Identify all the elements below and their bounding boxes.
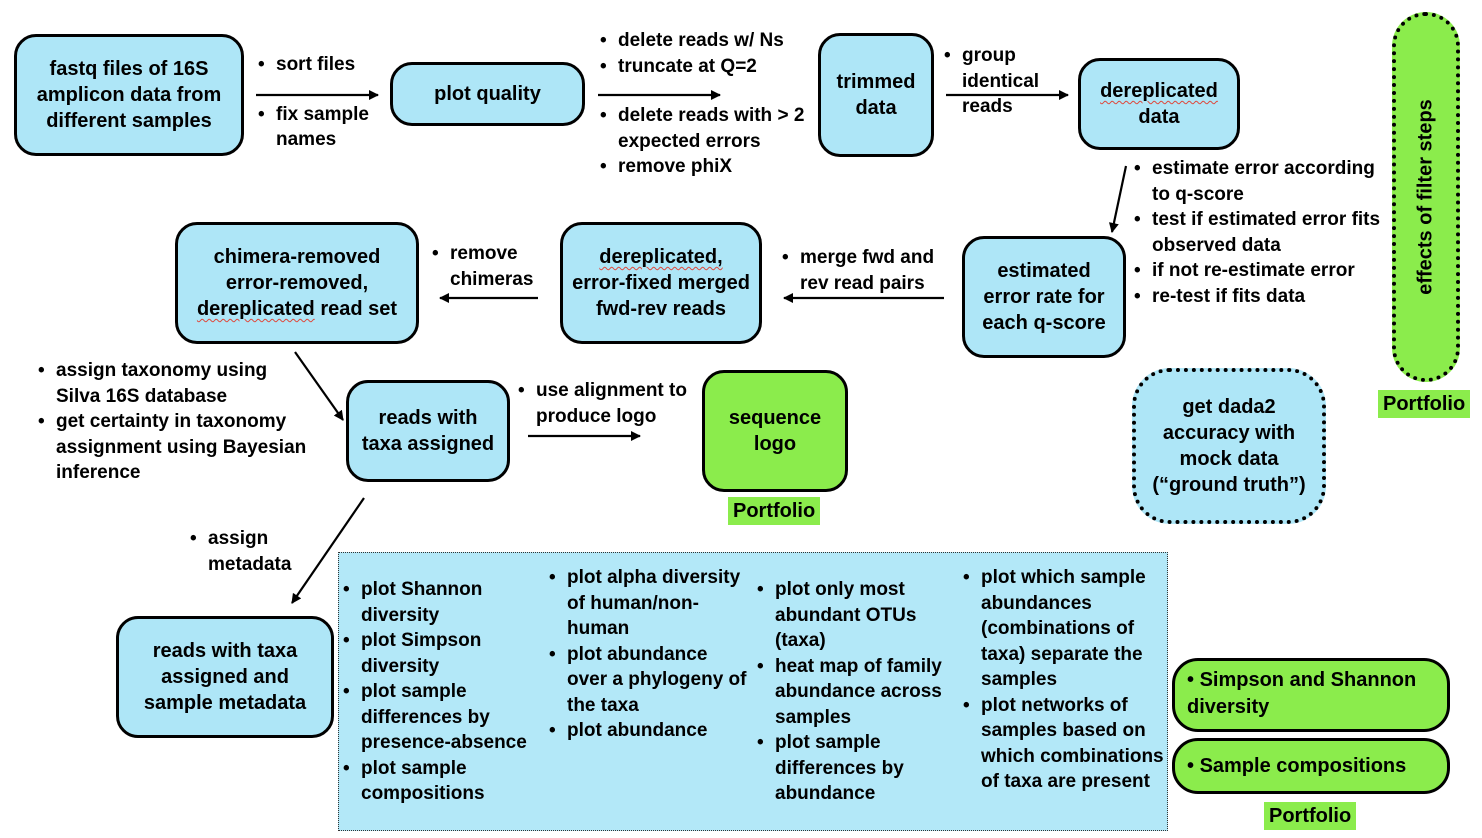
node-metadata-label: reads with taxa assigned and sample meta… — [143, 640, 307, 714]
note-assign-metadata: assign metadata — [188, 526, 318, 577]
portfolio-badge-logo: Portfolio — [728, 497, 821, 525]
portfolio-badge-filter: Portfolio — [1378, 390, 1471, 418]
note-item: delete reads w/ Ns — [598, 28, 818, 54]
panel-column-3: plot only most abundant OTUs (taxa) heat… — [755, 577, 961, 807]
note-item: estimate error according to q-score — [1132, 156, 1382, 207]
note-item: get certainty in taxonomy assignment usi… — [36, 409, 316, 486]
node-sequence-logo: sequence logo — [702, 370, 848, 492]
panel-item: plot alpha diversity of human/non-human — [547, 565, 747, 642]
node-fastq-label: fastq files of 16S amplicon data from di… — [36, 58, 222, 132]
node-filter-effects-label: effects of filter steps — [1414, 99, 1437, 295]
node-filter-effects: effects of filter steps — [1392, 12, 1460, 382]
merged-first-line: dereplicated, — [599, 246, 723, 268]
note-item: group identical reads — [942, 43, 1068, 120]
node-mock-accuracy: get dada2 accuracy with mock data (“grou… — [1132, 368, 1326, 524]
note-item: fix sample names — [256, 102, 386, 153]
note-item: remove phiX — [598, 154, 818, 180]
node-taxa-label: reads with taxa assigned — [361, 407, 495, 455]
panel-item: plot sample compositions — [341, 756, 549, 807]
note-item: merge fwd and rev read pairs — [780, 245, 960, 296]
portfolio-simpson-shannon: • Simpson and Shannon diversity — [1172, 658, 1450, 732]
dereplicated-word: dereplicated — [1100, 80, 1218, 102]
panel-item: plot networks of samples based on which … — [961, 693, 1167, 795]
note-sort-files: sort files fix sample names — [256, 52, 386, 153]
analysis-panel: plot Shannon diversity plot Simpson dive… — [338, 552, 1168, 831]
note-group-reads: group identical reads — [942, 43, 1068, 120]
node-mock-label: get dada2 accuracy with mock data (“grou… — [1152, 396, 1306, 496]
node-merged-label: dereplicated, error-fixed merged fwd-rev… — [571, 244, 751, 322]
note-merge-pairs: merge fwd and rev read pairs — [780, 245, 960, 296]
panel-item: plot which sample abundances (combinatio… — [961, 565, 1167, 693]
portfolio-sample-compositions: • Sample compositions — [1172, 738, 1450, 794]
node-estimated-error-rate: estimated error rate for each q-score — [962, 236, 1126, 358]
note-item: assign metadata — [188, 526, 318, 577]
note-item: assign taxonomy using Silva 16S database — [36, 358, 316, 409]
note-trim-steps: delete reads w/ Ns truncate at Q=2 delet… — [598, 28, 818, 180]
note-item: truncate at Q=2 — [598, 54, 818, 80]
node-chimera-removed: chimera-removed error-removed, dereplica… — [175, 222, 419, 344]
pill-label: Simpson and Shannon diversity — [1187, 669, 1417, 718]
node-dereplicated-label: dereplicated data — [1100, 78, 1218, 130]
arrow-derep-to-error — [1108, 165, 1128, 233]
note-use-alignment: use alignment to produce logo — [516, 378, 702, 429]
note-item: re-test if fits data — [1132, 284, 1382, 310]
panel-item: plot abundance — [547, 718, 747, 744]
arrow-taxa-to-metadata — [291, 497, 365, 604]
node-plot-quality: plot quality — [390, 62, 585, 126]
note-item: sort files — [256, 52, 386, 78]
chimera-derep-word: dereplicated — [196, 298, 315, 320]
note-item: delete reads with > 2 expected errors — [598, 103, 818, 154]
node-seqlogo-label: sequence logo — [728, 407, 822, 455]
panel-column-1: plot Shannon diversity plot Simpson dive… — [341, 577, 549, 807]
node-fastq-files: fastq files of 16S amplicon data from di… — [14, 34, 244, 156]
pill-bullet: • — [1187, 755, 1200, 777]
panel-column-2: plot alpha diversity of human/non-human … — [547, 565, 747, 744]
portfolio-badge-diversity: Portfolio — [1264, 802, 1357, 830]
note-assign-taxonomy: assign taxonomy using Silva 16S database… — [36, 358, 316, 486]
node-dereplicated-data: dereplicated data — [1078, 58, 1240, 150]
portfolio-label: Portfolio — [733, 500, 816, 522]
panel-item: plot only most abundant OTUs (taxa) — [755, 577, 961, 654]
chimera-first-line: chimera-removed error-removed, — [213, 246, 381, 294]
note-remove-chimeras: remove chimeras — [430, 241, 550, 292]
note-item: if not re-estimate error — [1132, 258, 1382, 284]
node-reads-with-taxa: reads with taxa assigned — [346, 380, 510, 482]
portfolio-label: Portfolio — [1383, 393, 1466, 415]
panel-item: heat map of family abundance across samp… — [755, 654, 961, 731]
pill-label: Sample compositions — [1199, 755, 1407, 777]
portfolio-label: Portfolio — [1269, 805, 1352, 827]
panel-item: plot Shannon diversity — [341, 577, 549, 628]
node-error-rate-label: estimated error rate for each q-score — [982, 260, 1106, 334]
panel-item: plot Simpson diversity — [341, 628, 549, 679]
data-word: data — [1138, 106, 1180, 128]
node-merged-reads: dereplicated, error-fixed merged fwd-rev… — [560, 222, 762, 344]
note-error-estimation: estimate error according to q-score test… — [1132, 156, 1382, 309]
node-plot-quality-label: plot quality — [434, 83, 541, 105]
node-trimmed-label: trimmed data — [836, 71, 916, 119]
panel-item: plot sample differences by abundance — [755, 730, 961, 807]
node-trimmed-data: trimmed data — [818, 33, 934, 157]
chimera-read-set: read set — [320, 298, 398, 320]
panel-item: plot abundance over a phylogeny of the t… — [547, 642, 747, 719]
node-reads-with-metadata: reads with taxa assigned and sample meta… — [116, 616, 334, 738]
node-chimera-label: chimera-removed error-removed, dereplica… — [186, 244, 408, 322]
merged-rest: error-fixed merged fwd-rev reads — [572, 272, 750, 320]
panel-item: plot sample differences by presence-abse… — [341, 679, 549, 756]
note-item: remove chimeras — [430, 241, 550, 292]
note-item: test if estimated error fits observed da… — [1132, 207, 1382, 258]
panel-column-4: plot which sample abundances (combinatio… — [961, 565, 1167, 795]
note-item: use alignment to produce logo — [516, 378, 702, 429]
pill-bullet: • — [1187, 669, 1200, 691]
